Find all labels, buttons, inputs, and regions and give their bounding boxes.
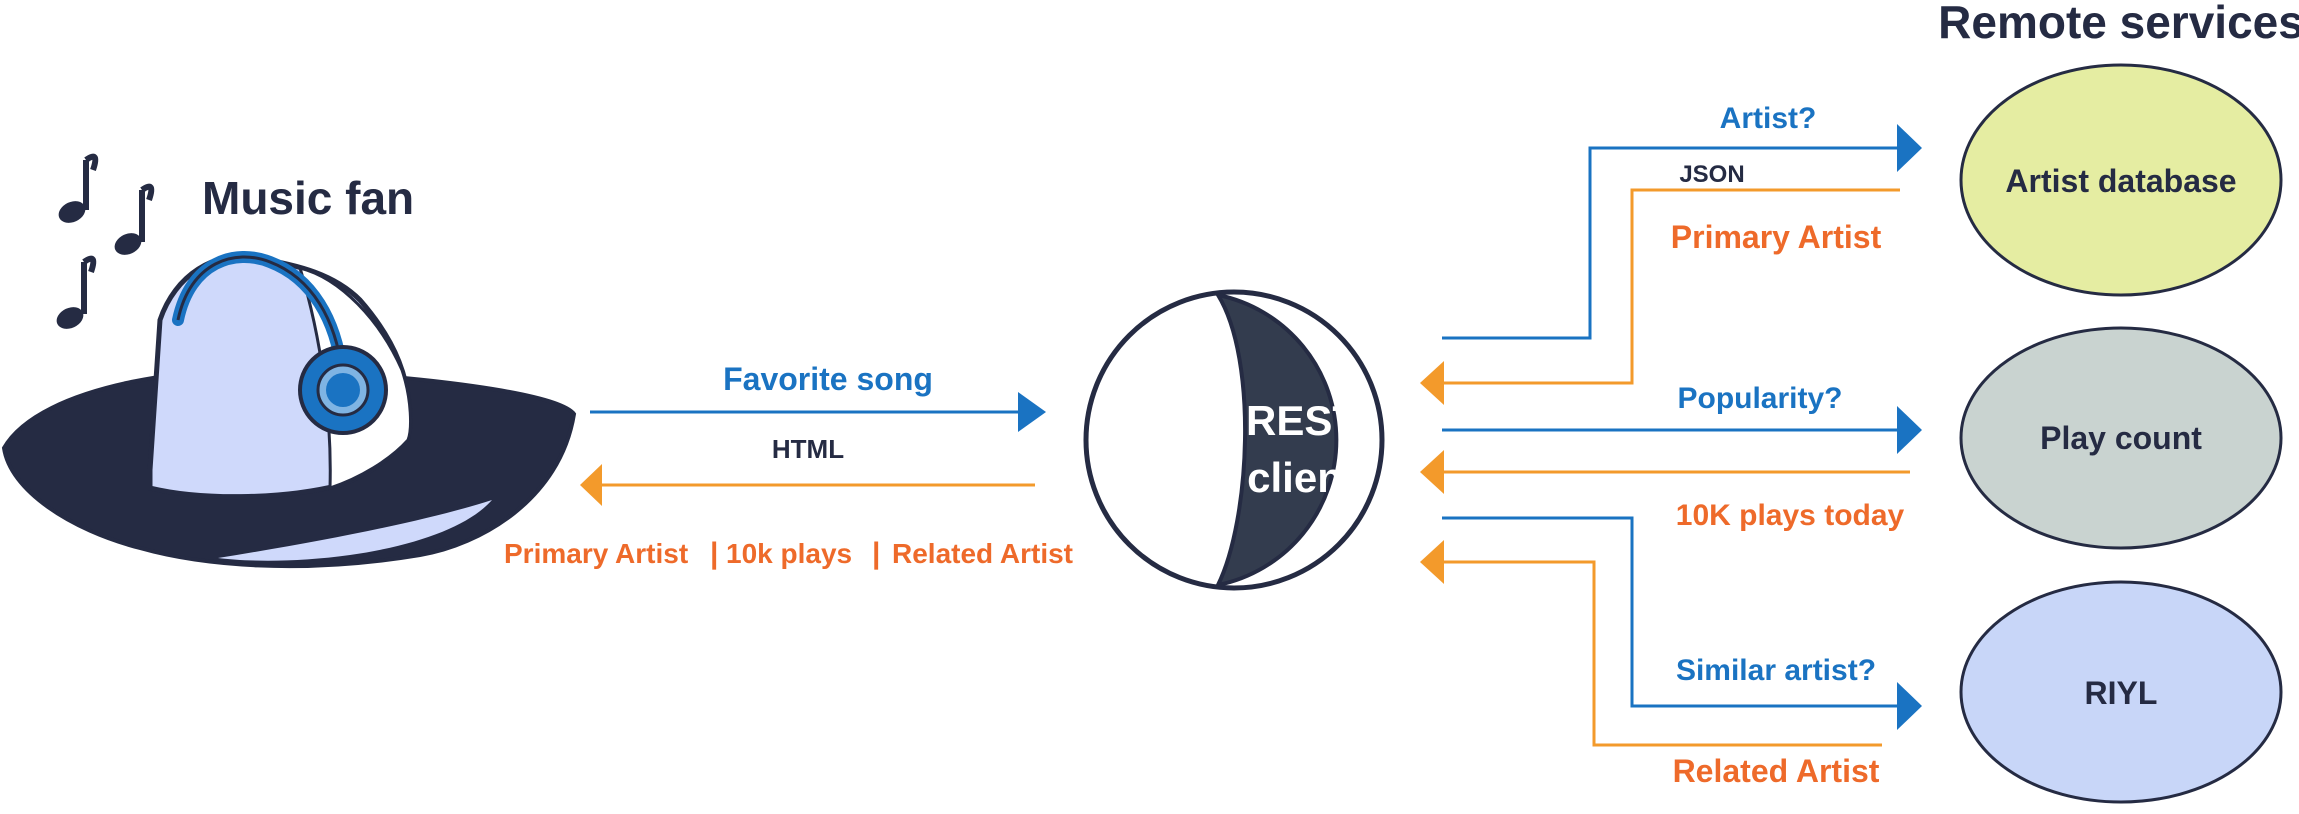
response-plays: 10k plays (726, 538, 852, 569)
headphones-icon (172, 250, 388, 435)
popularity-response-arrow (1420, 450, 1910, 494)
response-related-artist: Related Artist (892, 538, 1073, 569)
response-separator: | (872, 537, 880, 570)
response-primary-artist: Primary Artist (504, 538, 688, 569)
artist-database-label: Artist database (2005, 163, 2236, 199)
music-fan-illustration (1, 153, 577, 569)
artist-response-arrow (1420, 188, 1900, 405)
fan-response-arrow (580, 464, 1035, 506)
popularity-request-arrow (1442, 406, 1922, 454)
similar-request-arrow (1442, 516, 1922, 730)
music-fan-label: Music fan (202, 172, 414, 224)
response-separator: | (710, 537, 718, 570)
artist-request-arrow (1442, 124, 1922, 340)
riyl-node (1959, 580, 2283, 804)
artist-database-node (1959, 63, 2283, 297)
play-count-node (1959, 326, 2283, 550)
similar-request-label: Similar artist? (1676, 654, 1876, 687)
popularity-request-label: Popularity? (1677, 382, 1842, 415)
fan-response-label: Primary Artist | 10k plays | Related Art… (504, 537, 1073, 570)
similar-response-arrow (1420, 540, 1882, 747)
fan-request-arrow (590, 392, 1046, 432)
rest-client-label-line1: REST (1246, 397, 1358, 444)
hat-icon (1, 254, 577, 569)
remote-services-title: Remote services (1938, 0, 2299, 48)
html-format-label: HTML (772, 434, 844, 464)
rest-client-node (1083, 289, 1385, 591)
music-note-icon (58, 153, 99, 223)
favorite-song-label: Favorite song (723, 361, 933, 397)
rest-client-label-line2: client (1247, 454, 1357, 501)
popularity-response-label: 10K plays today (1676, 499, 1905, 532)
music-note-icon (56, 255, 97, 329)
similar-response-label: Related Artist (1673, 753, 1880, 789)
artist-request-label: Artist? (1720, 102, 1817, 135)
riyl-label: RIYL (2085, 675, 2158, 711)
artist-response-label: Primary Artist (1671, 219, 1882, 255)
play-count-label: Play count (2040, 420, 2202, 456)
json-format-label: JSON (1679, 161, 1744, 188)
music-note-icon (114, 183, 155, 255)
